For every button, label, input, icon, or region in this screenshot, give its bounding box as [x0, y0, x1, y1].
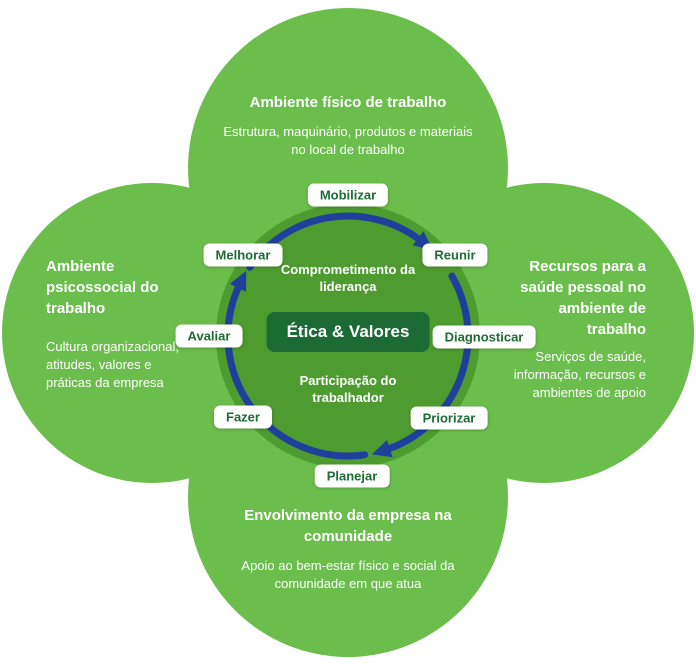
petal-bottom-description: Apoio ao bem-estar físico e social da co… [241, 558, 455, 591]
worker-participation-label: Participação do trabalhador [299, 373, 397, 405]
petal-personal-health-text: Recursos para a saúde pessoal no ambient… [496, 256, 646, 402]
cycle-step-fazer: Fazer [214, 405, 272, 429]
cycle-step-priorizar: Priorizar [410, 406, 488, 430]
petal-community-text: Envolvimento da empresa na comunidade Ap… [198, 505, 498, 593]
cycle-step-planejar: Planejar [314, 464, 390, 488]
cycle-step-mobilizar: Mobilizar [307, 183, 389, 207]
petal-bottom-title: Envolvimento da empresa na comunidade [244, 507, 452, 545]
leadership-commitment-label: Comprometimento da liderança [280, 262, 416, 294]
cycle-step-diagnosticar: Diagnosticar [432, 325, 536, 349]
petal-left-description: Cultura organizacional, atitudes, valore… [46, 339, 179, 390]
cycle-step-avaliar: Avaliar [175, 324, 243, 348]
petal-right-title: Recursos para a saúde pessoal no ambient… [520, 258, 646, 338]
ethics-values-box: Ética & Valores [266, 312, 430, 352]
petal-left-title: Ambiente psicossocial do trabalho [46, 258, 159, 317]
petal-psychosocial-text: Ambiente psicossocial do trabalho Cultur… [46, 256, 184, 392]
petal-right-description: Serviços de saúde, informação, recursos … [513, 349, 646, 400]
ethics-values-label: Ética & Valores [286, 322, 410, 341]
cycle-step-reunir: Reunir [422, 243, 488, 267]
petal-top-description: Estrutura, maquinário, produtos e materi… [223, 124, 473, 157]
petal-physical-environment-text: Ambiente físico de trabalho Estrutura, m… [198, 92, 498, 159]
petal-top-title: Ambiente físico de trabalho [249, 94, 447, 111]
